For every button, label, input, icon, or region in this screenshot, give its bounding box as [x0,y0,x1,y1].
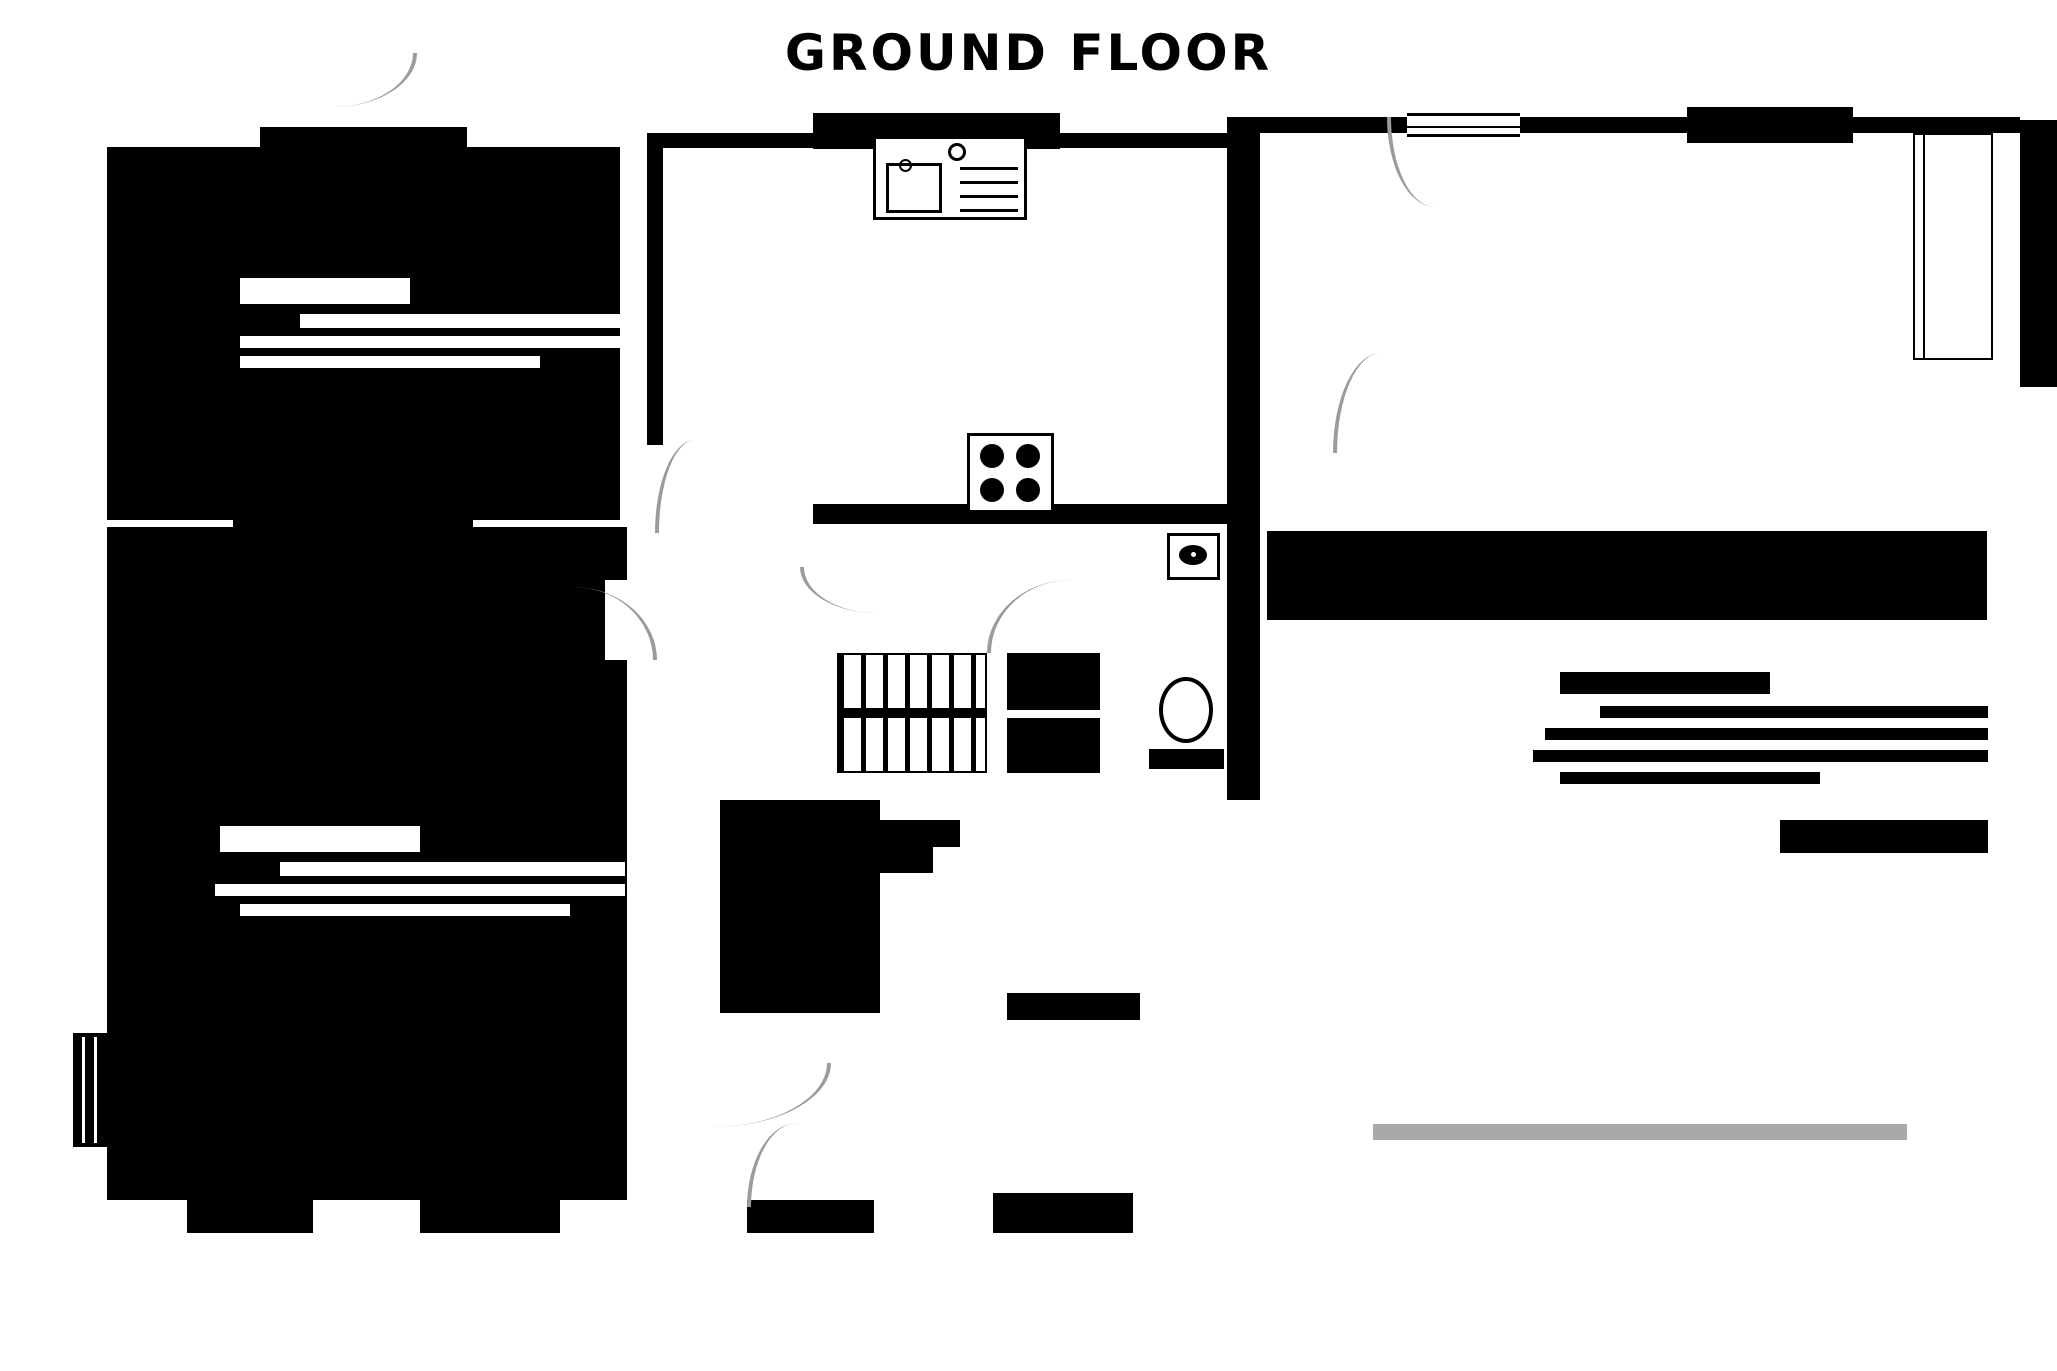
left-bottom-room-label-line-1 [220,826,420,852]
wc-toilet-icon [1149,677,1224,771]
right-room-label-line-3 [1545,728,1988,740]
sink-drainer-line [960,195,1018,198]
kitchen-bottom-wall [813,504,1240,524]
right-internal-wall-band [1267,531,1987,620]
kitchen-left-wall [647,133,663,445]
side-window-left [73,1033,107,1147]
left-bottom-room-label-line-2 [280,862,625,876]
right-room-label-line-2 [1600,706,1988,718]
door-arc-bottom-2 [747,1123,797,1207]
left-top-room-label-line-4 [240,356,540,368]
sink-basin [886,163,942,213]
left-top-room-label-line-1 [240,278,410,304]
left-top-room [107,147,620,520]
basin-drain [1191,552,1196,557]
kitchen-sink-icon [873,136,1027,220]
right-room-label-line-4 [1533,750,1988,762]
door-arc-right-room-top [1387,117,1435,207]
bottom-wall-segment-right [993,1193,1133,1233]
hob-burner [980,478,1004,502]
wc-cistern [1149,749,1224,769]
window-glazing-line [1407,126,1520,128]
left-rooms-divider-wall [233,515,473,531]
hall-wall-segment [1007,993,1140,1020]
under-stairs-step-1 [880,820,933,873]
chimney-tab-left [187,1200,313,1233]
left-top-room-label-line-3 [240,336,620,348]
under-stairs-cupboard [720,800,880,1013]
stairs-landing-wall-bottom [1007,718,1100,773]
right-room-top-wall [1240,117,2020,133]
bay-window-right-icon [1913,133,1993,360]
under-stairs-step-2 [933,820,960,847]
door-arc-kitchen [655,440,695,533]
side-window-glazing-1 [82,1037,85,1143]
sink-drainer-line [960,209,1018,212]
wc-bowl [1159,677,1213,743]
sink-drain [899,159,912,172]
hob-burner [1016,444,1040,468]
top-window-solid-block [1687,107,1853,143]
bay-window-glazing [1923,135,1925,358]
right-room-label-block [1780,820,1988,853]
door-arc-entrance [333,53,417,107]
sink-drainer-line [960,181,1018,184]
plan-title: GROUND FLOOR [784,24,1273,82]
side-window-glazing-2 [94,1037,97,1143]
door-arc-hall-left [573,587,657,660]
right-room-label-line-1 [1560,672,1770,694]
sink-tap-icon [948,143,966,161]
right-exterior-pier [2020,120,2057,387]
left-top-room-label-line-2 [300,314,620,328]
wash-basin-icon [1167,533,1220,580]
left-bottom-room-label-line-3 [215,884,625,896]
sink-drainer-line [960,167,1018,170]
door-arc-bottom-1 [713,1063,831,1127]
door-arc-hall-mid [800,567,877,613]
door-arc-right-room-mid [1333,353,1381,453]
kitchen-right-wall [1227,117,1260,800]
left-top-room-porch-wall [260,127,467,149]
chimney-tab-right [420,1200,560,1233]
staircase-lower-flight [837,716,987,773]
door-arc-hall-right [987,580,1071,653]
hob-icon [967,433,1054,513]
left-bottom-room-label-line-4 [240,904,570,916]
stairs-landing-wall-top [1007,653,1100,710]
rug-strip [1373,1124,1907,1140]
staircase-divider [837,708,987,716]
hob-burner [1016,478,1040,502]
right-room-label-line-5 [1560,772,1820,784]
staircase-upper-flight [837,653,987,710]
hob-burner [980,444,1004,468]
